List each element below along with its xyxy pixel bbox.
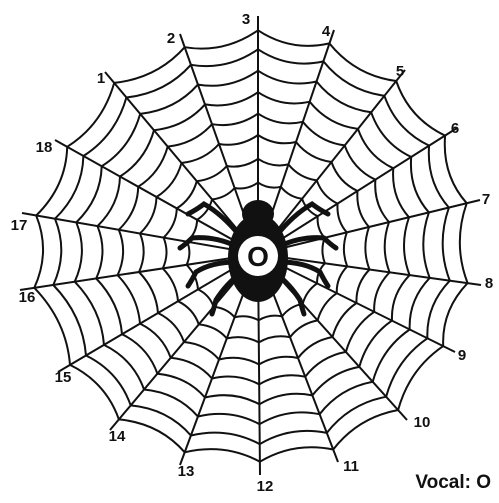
spoke-label-12: 12 [257,478,274,495]
vowel-caption: Vocal: O [415,472,491,494]
center-letter: O [247,241,269,272]
web-spoke [258,200,480,254]
spoke-label-4: 4 [322,23,331,40]
spoke-label-6: 6 [451,120,459,137]
spoke-label-9: 9 [458,347,466,364]
spoke-label-17: 17 [11,217,28,234]
web-spoke [258,128,457,254]
spoke-label-16: 16 [19,289,36,306]
web-spoke [20,254,258,290]
spoke-label-14: 14 [109,428,126,445]
caption-prefix: Vocal: [415,472,471,493]
web-spoke [58,254,258,372]
spoke-label-1: 1 [97,70,105,87]
spoke-label-18: 18 [36,139,53,156]
spoke-label-7: 7 [482,191,490,208]
caption-value: O [476,472,491,493]
spoke-label-13: 13 [178,463,195,480]
spoke-label-3: 3 [242,11,250,28]
spoke-label-2: 2 [167,30,175,47]
spoke-label-10: 10 [414,414,431,431]
web-spoke [258,254,481,285]
spoke-label-5: 5 [396,63,404,80]
spoke-label-8: 8 [485,275,493,292]
spoke-label-15: 15 [55,369,72,386]
spoke-label-11: 11 [343,458,359,475]
